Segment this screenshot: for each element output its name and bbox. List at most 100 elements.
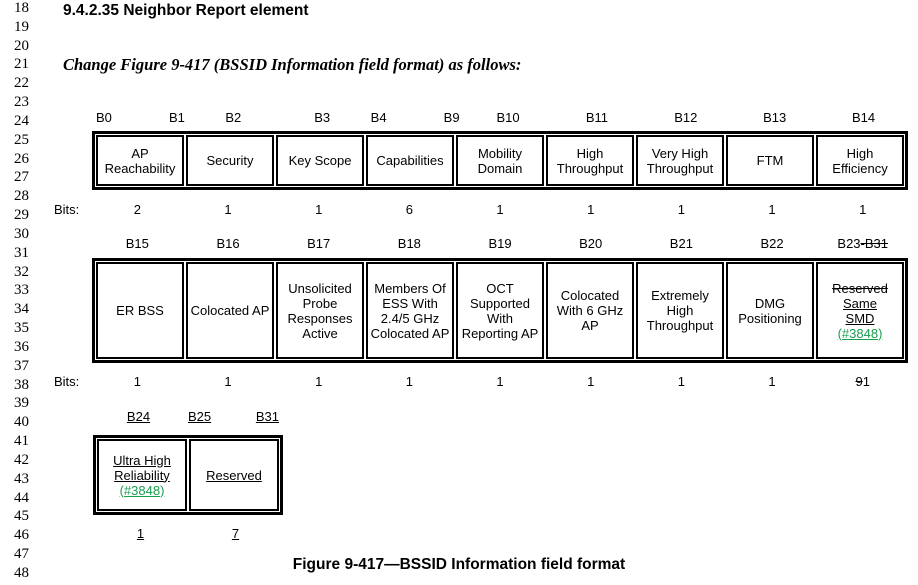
field-label: Colocated AP bbox=[190, 303, 270, 318]
bit-range-b24: B24 bbox=[93, 409, 184, 424]
line-number: 34 bbox=[14, 301, 29, 318]
inserted-text: Reserved bbox=[206, 467, 262, 483]
field-label: Security bbox=[206, 153, 254, 168]
bit-range-b22: B22 bbox=[727, 236, 818, 251]
bit-range-b16: B16 bbox=[183, 236, 274, 251]
bit-label: B19 bbox=[488, 236, 512, 251]
bits-number: 1 bbox=[768, 374, 776, 389]
line-number: 26 bbox=[14, 150, 29, 167]
bits-value: 1 bbox=[273, 202, 364, 217]
bits-row1: Bits: 2 1 1 6 1 1 1 1 1 bbox=[54, 202, 908, 217]
line-number: 33 bbox=[14, 282, 29, 299]
bits-number: 1 bbox=[496, 374, 504, 389]
bits-value: 1 bbox=[545, 374, 636, 389]
field-reserved: Reserved bbox=[189, 439, 279, 511]
cid-reference: (#3848) bbox=[119, 482, 165, 498]
line-number: 30 bbox=[14, 225, 29, 242]
field-capabilities: Capabilities bbox=[366, 135, 454, 186]
bits-number: 1 bbox=[133, 374, 141, 389]
bit-label: B4 bbox=[370, 110, 387, 125]
bits-value: 1 bbox=[183, 202, 274, 217]
bit-range-b4-b9: B4 B9 bbox=[367, 110, 464, 125]
field-label: OCT Supported With Reporting AP bbox=[461, 280, 539, 341]
line-number: 47 bbox=[14, 546, 29, 563]
field-label: High Throughput bbox=[556, 145, 624, 176]
field-key-scope: Key Scope bbox=[276, 135, 364, 186]
bit-range-b10: B10 bbox=[464, 110, 553, 125]
bits-value: 1 bbox=[545, 202, 636, 217]
bit-label: B23 bbox=[837, 236, 861, 251]
field-label: Mobility Domain bbox=[477, 145, 523, 176]
field-label: Extremely High Throughput bbox=[646, 288, 714, 333]
line-number: 21 bbox=[14, 56, 29, 73]
bit-label-deleted: -B31 bbox=[860, 236, 889, 251]
bit-range-b13: B13 bbox=[730, 110, 819, 125]
inserted-text: Ultra High Reliability bbox=[113, 452, 171, 483]
field-colocated-ap: Colocated AP bbox=[186, 262, 274, 359]
bit-label: B16 bbox=[216, 236, 240, 251]
bits-value: 6 bbox=[364, 202, 455, 217]
bits-number: 1 bbox=[768, 202, 776, 217]
line-number: 41 bbox=[14, 433, 29, 450]
bit-label: B3 bbox=[314, 110, 331, 125]
bit-range-b21: B21 bbox=[636, 236, 727, 251]
bit-label: B0 bbox=[96, 110, 112, 125]
bits-number: 1 bbox=[224, 202, 232, 217]
section-heading: 9.4.2.35 Neighbor Report element bbox=[63, 2, 309, 19]
line-number: 44 bbox=[14, 489, 29, 506]
field-ultra-high-reliability: Ultra High Reliability (#3848) bbox=[97, 439, 187, 511]
bit-range-b12: B12 bbox=[641, 110, 730, 125]
cid-reference: (#3848) bbox=[837, 325, 883, 341]
bit-label: B20 bbox=[579, 236, 603, 251]
field-label: Colocated With 6 GHz AP bbox=[556, 288, 624, 333]
line-number: 37 bbox=[14, 357, 29, 374]
bit-range-b23-b31-edited: B23-B31 bbox=[817, 236, 908, 251]
deleted-text: Reserved bbox=[832, 280, 888, 296]
field-er-bss: ER BSS bbox=[96, 262, 184, 359]
field-members-of-ess: Members Of ESS With 2.4/5 GHz Colocated … bbox=[366, 262, 454, 359]
bits-value: 1 bbox=[727, 374, 818, 389]
bit-range-b18: B18 bbox=[364, 236, 455, 251]
bit-label: B11 bbox=[585, 110, 608, 125]
line-number: 28 bbox=[14, 188, 29, 205]
field-label: High Efficiency bbox=[832, 145, 888, 176]
bssid-info-fields-row1: AP Reachability Security Key Scope Capab… bbox=[92, 131, 908, 190]
bits-value: 1 bbox=[727, 202, 818, 217]
field-label: Unsolicited Probe Responses Active bbox=[287, 280, 353, 341]
bits-value: 1 bbox=[183, 374, 274, 389]
bit-label: B15 bbox=[125, 236, 149, 251]
bit-label: B9 bbox=[443, 110, 460, 125]
bit-range-b15: B15 bbox=[92, 236, 183, 251]
bit-range-b19: B19 bbox=[455, 236, 546, 251]
bits-number: 1 bbox=[315, 374, 323, 389]
field-ftm: FTM bbox=[726, 135, 814, 186]
bits-value: 1 bbox=[817, 202, 908, 217]
bits-label: Bits: bbox=[54, 374, 80, 389]
bit-label: B14 bbox=[852, 110, 876, 125]
line-number: 38 bbox=[14, 376, 29, 393]
field-very-high-throughput: Very High Throughput bbox=[636, 135, 724, 186]
field-label: Members Of ESS With 2.4/5 GHz Colocated … bbox=[370, 280, 450, 341]
bit-range-b20: B20 bbox=[545, 236, 636, 251]
field-label: Very High Throughput bbox=[646, 145, 714, 176]
field-extremely-high-throughput: Extremely High Throughput bbox=[636, 262, 724, 359]
bits-number: 1 bbox=[859, 202, 867, 217]
line-number: 20 bbox=[14, 37, 29, 54]
bits-number: 1 bbox=[587, 202, 595, 217]
line-number: 29 bbox=[14, 207, 29, 224]
bit-label: B13 bbox=[763, 110, 787, 125]
line-number: 22 bbox=[14, 75, 29, 92]
bits-number: 1 bbox=[496, 202, 504, 217]
bit-label-inserted: B31 bbox=[255, 409, 279, 424]
line-number: 31 bbox=[14, 244, 29, 261]
line-number: 43 bbox=[14, 470, 29, 487]
bit-label: B2 bbox=[225, 110, 242, 125]
line-number: 24 bbox=[14, 112, 29, 129]
inserted-text: SMD bbox=[845, 310, 875, 326]
bits-value: 1 bbox=[364, 374, 455, 389]
